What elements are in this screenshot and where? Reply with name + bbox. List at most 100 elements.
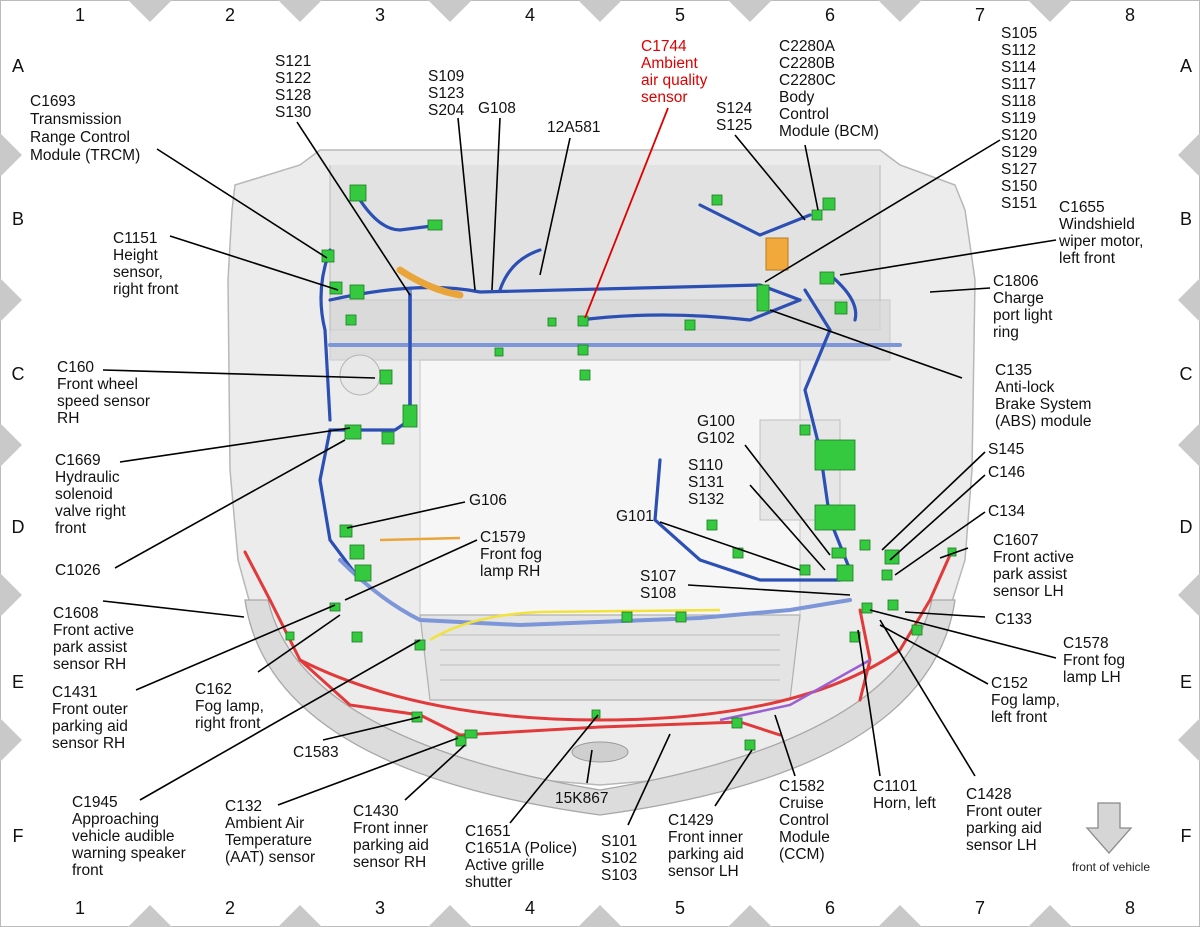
callout-line: air quality bbox=[641, 72, 708, 89]
connector bbox=[577, 315, 589, 327]
connector bbox=[351, 631, 363, 643]
callout-line: Front wheel bbox=[57, 376, 138, 393]
callout-line: (AAT) sensor bbox=[225, 849, 315, 866]
grid-diamond bbox=[1028, 905, 1072, 927]
callout-line: right front bbox=[195, 715, 261, 732]
grid-column-label: 4 bbox=[525, 5, 535, 25]
callout-line: S150 bbox=[1001, 178, 1038, 195]
callout-line: left front bbox=[991, 709, 1048, 726]
callout-line: S128 bbox=[275, 87, 311, 104]
callout-line: S151 bbox=[1001, 195, 1037, 212]
grid-diamond bbox=[0, 133, 22, 177]
grid-diamond bbox=[878, 0, 922, 22]
grid-diamond bbox=[1178, 718, 1200, 762]
connector bbox=[345, 314, 357, 326]
grid-row-label: F bbox=[1181, 826, 1192, 846]
callout-line: C1431 bbox=[52, 684, 98, 701]
callout-g108: G108 bbox=[478, 100, 516, 117]
vehicle-front-illustration bbox=[227, 149, 976, 816]
callout-line: Control bbox=[779, 812, 829, 829]
callout-line: S114 bbox=[1001, 59, 1036, 76]
grid-row-label: E bbox=[12, 672, 24, 692]
grid-column-label: 6 bbox=[825, 5, 835, 25]
grid-diamond bbox=[0, 718, 22, 762]
callout-line: right front bbox=[113, 281, 179, 298]
callout-line: Front active bbox=[993, 549, 1074, 566]
callout-line: C132 bbox=[225, 798, 262, 815]
callout-line: C160 bbox=[57, 359, 94, 376]
grid-row-label: D bbox=[12, 517, 25, 537]
callout-line: sensor RH bbox=[53, 656, 126, 673]
callout-line: S129 bbox=[1001, 144, 1037, 161]
callout-line: Fog lamp, bbox=[991, 692, 1060, 709]
grid-diamond bbox=[728, 0, 772, 22]
grid-column-label: 3 bbox=[375, 5, 385, 25]
grid-column-label: 3 bbox=[375, 898, 385, 918]
callout-line: front bbox=[55, 520, 87, 537]
callout-g106: G106 bbox=[469, 492, 507, 509]
callout-line: S204 bbox=[428, 102, 465, 119]
grid-diamond bbox=[278, 0, 322, 22]
callout-line: C2280C bbox=[779, 72, 836, 89]
callout-line: warning speaker bbox=[71, 845, 186, 862]
callout-line: vehicle audible bbox=[72, 828, 175, 845]
connector bbox=[831, 547, 847, 559]
callout-line: Front fog bbox=[1063, 652, 1125, 669]
grid-column-label: 7 bbox=[975, 5, 985, 25]
callout-line: shutter bbox=[465, 874, 512, 891]
callout-line: ring bbox=[993, 324, 1019, 341]
callout-line: sensor LH bbox=[668, 863, 739, 880]
connector bbox=[427, 219, 443, 231]
callout-c146: C146 bbox=[988, 464, 1025, 481]
connector bbox=[379, 369, 393, 385]
callout-line: C1651A (Police) bbox=[465, 840, 577, 857]
connector bbox=[349, 284, 365, 300]
connector bbox=[381, 431, 395, 445]
callout-line: parking aid bbox=[353, 837, 429, 854]
grid-diamond bbox=[128, 0, 172, 22]
callout-line: lamp RH bbox=[480, 563, 540, 580]
grid-row-label: E bbox=[1180, 672, 1192, 692]
callout-line: C1579 bbox=[480, 529, 526, 546]
callout-line: Module (BCM) bbox=[779, 123, 879, 140]
connector bbox=[884, 549, 900, 565]
grid-column-label: 8 bbox=[1125, 5, 1135, 25]
callout-line: C1608 bbox=[53, 605, 99, 622]
callout-line: C135 bbox=[995, 362, 1032, 379]
connector bbox=[887, 599, 899, 611]
grid-diamond bbox=[1178, 423, 1200, 467]
callout-line: S124 bbox=[716, 100, 753, 117]
callout-line: Hydraulic bbox=[55, 469, 120, 486]
callout-line: C1430 bbox=[353, 803, 399, 820]
callout-g101: G101 bbox=[616, 508, 654, 525]
callout-line: Front fog bbox=[480, 546, 542, 563]
connector bbox=[321, 249, 335, 263]
callout-k15k867: 15K867 bbox=[555, 790, 608, 807]
callout-line: lamp LH bbox=[1063, 669, 1121, 686]
callout-line: C1428 bbox=[966, 786, 1012, 803]
callout-line: S112 bbox=[1001, 42, 1036, 59]
grid-row-label: A bbox=[12, 56, 24, 76]
callout-line: S105 bbox=[1001, 25, 1037, 42]
callout-line: Fog lamp, bbox=[195, 698, 264, 715]
callout-line: Body bbox=[779, 89, 815, 106]
callout-line: Horn, left bbox=[873, 795, 937, 812]
callout-line: speed sensor bbox=[57, 393, 150, 410]
callout-line: valve right bbox=[55, 503, 126, 520]
connector bbox=[731, 717, 743, 729]
callout-line: 15K867 bbox=[555, 790, 608, 807]
callout-line: (CCM) bbox=[779, 846, 825, 863]
callout-k12a581: 12A581 bbox=[547, 119, 600, 136]
callout-line: Ambient bbox=[641, 55, 699, 72]
